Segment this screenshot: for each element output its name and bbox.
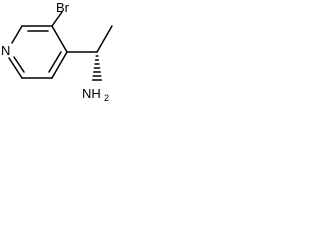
atom-label-ring-nitrogen: N xyxy=(1,43,10,58)
bond-c3-br xyxy=(51,11,63,27)
bond-ring-c6-n-inner xyxy=(13,56,25,73)
stereo-hashed-wedge xyxy=(91,55,103,81)
bond-ring-n-c2 xyxy=(11,25,23,44)
atom-label-amine: NH xyxy=(82,86,101,101)
molecule-structure-diagram: N Br NH 2 xyxy=(1,0,113,103)
bond-ring-c4-c5 xyxy=(51,51,68,79)
atom-label-amine-subscript: 2 xyxy=(104,93,109,103)
bond-ring-c4-c5-inner xyxy=(48,51,62,73)
bond-ring-c6-n xyxy=(8,57,23,79)
atom-label-bromine: Br xyxy=(56,0,70,15)
bond-ring-c3-c4 xyxy=(51,25,68,53)
bond-chiral-c-methyl xyxy=(96,25,113,53)
